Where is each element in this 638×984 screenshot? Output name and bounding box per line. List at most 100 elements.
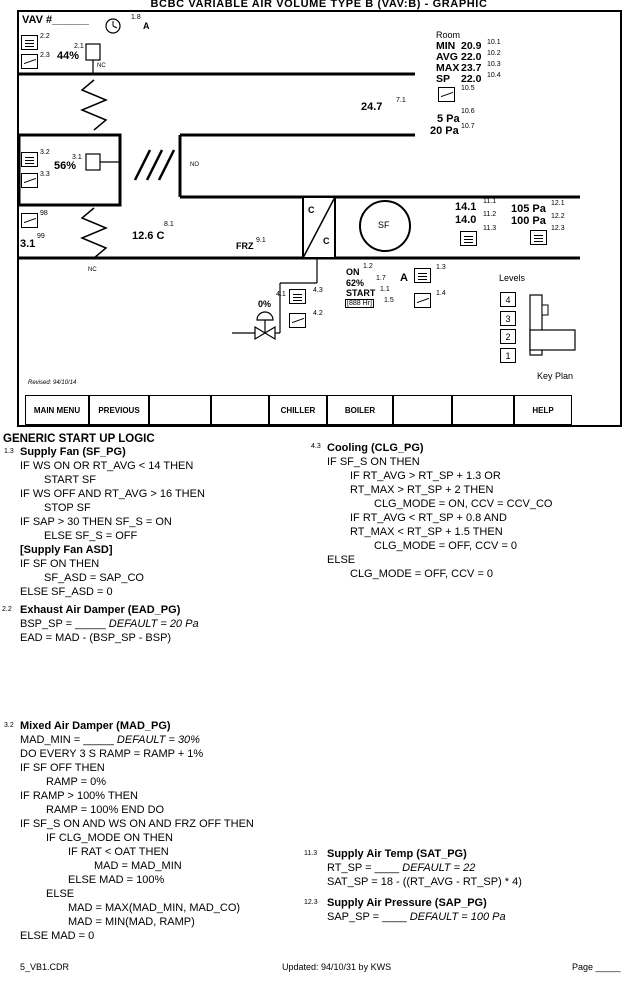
blank-button-4[interactable] [452,395,514,425]
oa-value-ref: 99 [37,233,45,240]
ead-damper-ref: 3.1 [72,154,82,161]
supply-fan-line: STOP SF [44,502,91,514]
fan-trend-ref: 1.4 [436,290,446,297]
mixed-air-temp: 12.6 C [132,230,165,242]
fan-speed-ref: 1.7 [376,275,386,282]
cooling-line: ELSE [327,554,356,566]
sap-ref: 12.1 [551,200,565,207]
valve-doc-icon[interactable] [289,289,306,304]
main-menu-button[interactable]: MAIN MENU [25,395,89,425]
freeze-stat: FRZ [236,241,254,251]
coil-label-1: C [308,205,315,215]
logic-title: GENERIC START UP LOGIC [3,433,155,445]
cooling-title: Cooling (CLG_PG) [327,442,424,454]
blank-button-1[interactable] [149,395,211,425]
sat-doc-ref: 11.3 [483,225,497,232]
room-trend-icon[interactable] [438,87,455,102]
level-1-button[interactable]: 1 [500,348,516,363]
room-temp: 24.7 [361,101,383,113]
room-temp-ref: 7.1 [396,97,406,104]
sap-doc-icon[interactable] [530,230,547,245]
level-4-button[interactable]: 4 [500,292,516,307]
supply-fan-ref: 1.3 [4,448,14,455]
fan-speed: 62% [346,278,365,288]
room-pressure-ref: 10.6 [461,108,475,115]
boiler-button[interactable]: BOILER [327,395,393,425]
sap-logic-line-1: SAP_SP = ____ DEFAULT = 100 Pa [327,911,506,923]
sap-logic-title: Supply Air Pressure (SAP_PG) [327,897,487,909]
sat-doc-icon[interactable] [460,231,477,246]
mixed-air-temp-ref: 8.1 [164,221,174,228]
sat-logic-line-1: RT_SP = ____ DEFAULT = 22 [327,862,476,874]
sap-setpoint-ref: 12.2 [551,213,565,220]
mixed-line: ELSE MAD = 0 [20,930,95,942]
fan-start-ref: 1.1 [380,286,390,293]
mad-value: 44% [57,50,80,62]
valve-ref: 4.1 [276,291,286,298]
fan-doc-icon[interactable] [414,268,431,283]
room-row-value: 22.0 [461,51,482,63]
fan-amp-label: A [400,272,408,284]
valve-value: 0% [258,299,272,309]
chiller-button[interactable]: CHILLER [269,395,327,425]
revised-date: Revised: 94/10/14 [28,380,77,386]
supply-fan-label[interactable]: SF [378,220,390,230]
sat-value: 14.1 [455,201,477,213]
oa-trend-icon[interactable] [21,213,38,228]
valve-trend-icon[interactable] [289,313,306,328]
room-row-ref: 10.2 [487,50,501,57]
sat-logic-line-2: SAT_SP = 18 - ((RT_AVG - RT_SP) * 4) [327,876,522,888]
supply-fan-line: ELSE SF_S = OFF [44,530,138,542]
mixed-line: ELSE MAD = 100% [68,874,165,886]
mixed-line: MAD = MAX(MAD_MIN, MAD_CO) [68,902,241,914]
vav-label: VAV #______ [22,14,89,26]
cooling-line: IF RT_AVG > RT_SP + 1.3 OR [350,470,501,482]
fan-runtime-ref: 1.5 [384,297,394,304]
coil-label-2: C [323,236,330,246]
blank-button-2[interactable] [211,395,269,425]
mixed-line-1: MAD_MIN = _____ DEFAULT = 30% [20,734,200,746]
room-row-value: 22.0 [461,73,482,85]
room-trend-ref: 10.5 [461,85,475,92]
mad-doc-ref: 2.2 [40,33,50,40]
footer-updated: Updated: 94/10/31 by KWS [282,962,392,972]
key-plan-label: Key Plan [537,371,574,381]
mixed-line: DO EVERY 3 S RAMP = RAMP + 1% [20,748,204,760]
mixed-line: ELSE [46,888,75,900]
ead-doc-ref: 3.2 [40,149,50,156]
room-row-label: MAX [436,62,460,74]
room-pressure: 5 Pa [437,113,460,125]
mixed-line: IF CLG_MODE ON THEN [46,832,173,844]
level-3-button[interactable]: 3 [500,311,516,326]
mad-doc-icon[interactable] [21,35,38,50]
ead-doc-icon[interactable] [21,152,38,167]
sat-logic-title: Supply Air Temp (SAT_PG) [327,848,467,860]
mixed-line: IF SF OFF THEN [20,762,105,774]
level-2-button[interactable]: 2 [500,329,516,344]
room-row-ref: 10.4 [487,72,501,79]
ead-trend-icon[interactable] [21,173,38,188]
footer-page: Page _____ [572,962,621,972]
sap-value: 105 Pa [511,203,546,215]
room-pressure-2-ref: 10.7 [461,123,475,130]
blank-button-3[interactable] [393,395,452,425]
fan-start-button[interactable]: START [346,288,376,298]
mixed-line: RAMP = 100% END DO [46,804,165,816]
mad-trend-icon[interactable] [21,54,38,69]
fan-trend-icon[interactable] [414,293,431,308]
sat-setpoint: 14.0 [455,214,477,226]
graphic-frame [17,10,622,427]
ead-trend-ref: 3.3 [40,171,50,178]
cooling-line: CLG_MODE = OFF, CCV = 0 [374,540,518,552]
mad-trend-ref: 2.3 [40,52,50,59]
cooling-line: IF RT_AVG < RT_SP + 0.8 AND [350,512,507,524]
mixed-line: MAD = MAD_MIN [94,860,182,872]
help-button[interactable]: HELP [514,395,572,425]
clock-icon[interactable] [106,19,120,33]
sat-logic-ref: 11.3 [304,850,318,857]
oa-value: 3.1 [20,238,36,250]
previous-button[interactable]: PREVIOUS [89,395,149,425]
mixed-line: IF SF_S ON AND WS ON AND FRZ OFF THEN [20,818,254,830]
room-row-value: 20.9 [461,40,482,52]
sat-ref: 11.1 [483,198,497,205]
